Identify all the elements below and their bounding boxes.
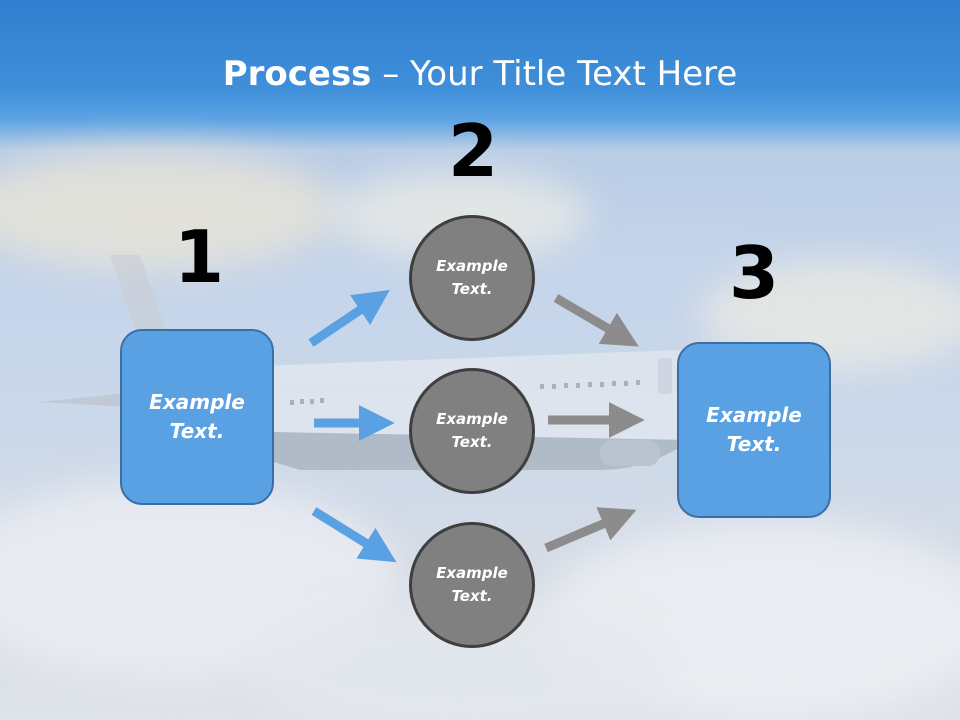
circle-middle: Example Text. xyxy=(409,368,535,494)
step-number-2: 2 xyxy=(447,109,499,193)
circle-middle-text: Example Text. xyxy=(436,410,508,451)
step-box-3-text: Example Text. xyxy=(706,403,802,456)
background-cloud xyxy=(0,150,340,270)
step-box-1: Example Text. xyxy=(120,329,274,505)
circle-bottom-text: Example Text. xyxy=(436,564,508,605)
arrow-from-circle-top xyxy=(553,294,639,347)
step-box-3: Example Text. xyxy=(677,342,831,518)
circle-bottom: Example Text. xyxy=(409,522,535,648)
slide-title: Process – Your Title Text Here xyxy=(0,52,960,96)
step-number-3: 3 xyxy=(728,231,780,315)
circle-top-text: Example Text. xyxy=(436,257,508,298)
circle-top: Example Text. xyxy=(409,215,535,341)
title-rest: – Your Title Text Here xyxy=(371,54,738,94)
arrow-to-circle-bottom xyxy=(311,507,397,563)
arrow-to-circle-top xyxy=(308,289,390,347)
title-bold: Process xyxy=(222,54,372,94)
step-box-1-text: Example Text. xyxy=(149,390,245,443)
arrow-from-circle-bottom xyxy=(544,507,637,553)
step-number-1: 1 xyxy=(173,215,225,299)
